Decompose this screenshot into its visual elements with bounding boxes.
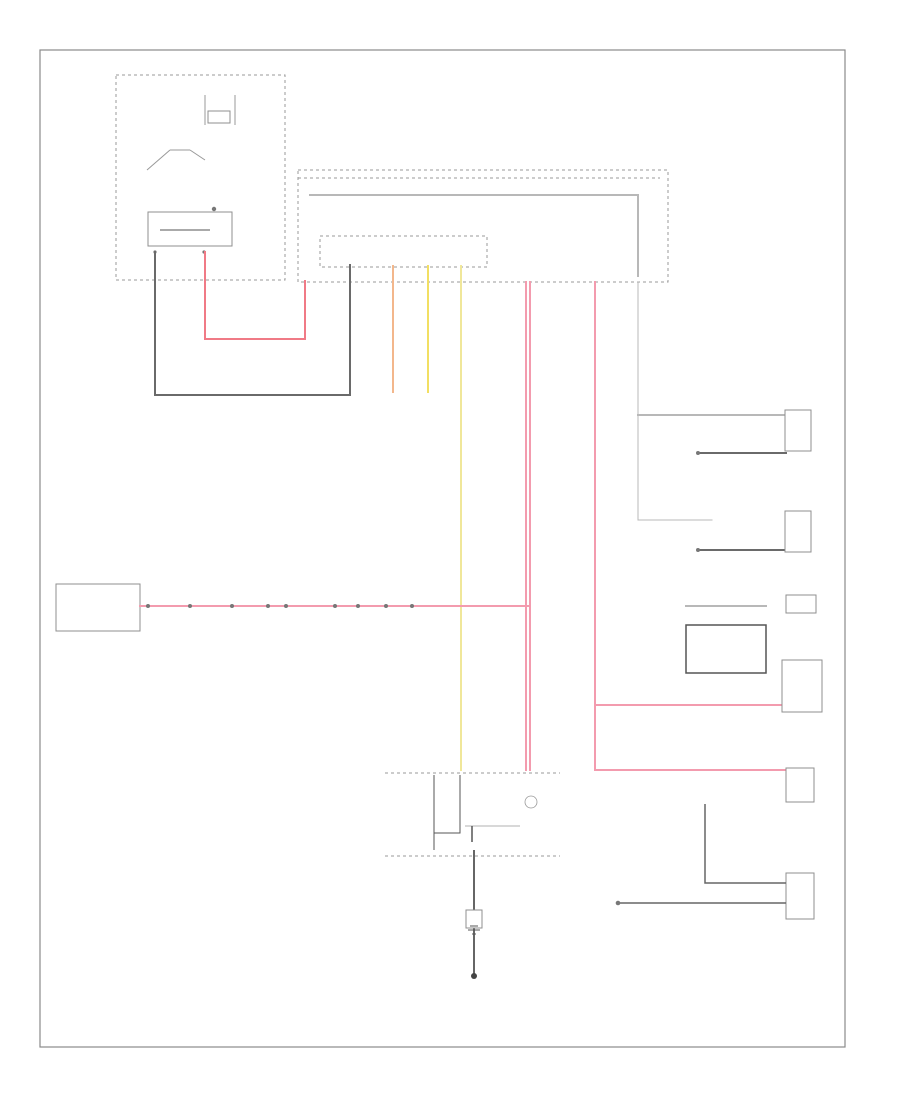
switch-icon bbox=[784, 409, 812, 452]
connector-icon bbox=[696, 548, 700, 552]
dark-wire bbox=[154, 251, 351, 396]
switch-icon bbox=[785, 872, 815, 920]
connector-icon bbox=[284, 604, 288, 608]
connector-icon bbox=[465, 909, 483, 929]
connector-icon bbox=[696, 451, 700, 455]
switch-icon bbox=[781, 659, 823, 713]
connector-icon bbox=[356, 604, 360, 608]
switch-icon bbox=[785, 767, 815, 803]
connector-icon bbox=[230, 604, 234, 608]
dark-wire bbox=[704, 804, 786, 884]
control-module bbox=[319, 235, 488, 268]
ground-icon bbox=[468, 925, 480, 935]
switch-icon bbox=[524, 795, 538, 809]
connector-icon bbox=[384, 604, 388, 608]
left-component bbox=[55, 583, 141, 632]
power-distribution-box bbox=[297, 169, 669, 283]
dark-wire bbox=[685, 624, 767, 674]
red-wire bbox=[204, 251, 306, 340]
pink-wire bbox=[594, 281, 787, 771]
fuse-icon bbox=[146, 149, 206, 171]
connector-icon bbox=[615, 900, 621, 906]
switch-icon bbox=[784, 510, 812, 553]
connector-icon bbox=[266, 604, 270, 608]
diagram-frame bbox=[39, 49, 846, 1048]
connector-icon bbox=[211, 206, 217, 212]
gray-wire bbox=[637, 281, 713, 521]
ground-icon bbox=[471, 973, 477, 979]
relay-box bbox=[147, 211, 233, 247]
switch-icon bbox=[433, 775, 461, 834]
fuse-icon bbox=[204, 95, 236, 125]
connector-icon bbox=[410, 604, 414, 608]
fuse-relay-box bbox=[115, 74, 286, 281]
connector-icon bbox=[146, 604, 150, 608]
connector-icon bbox=[785, 594, 817, 614]
gray-wire bbox=[309, 194, 639, 277]
fuse-icon bbox=[207, 110, 231, 124]
connector-icon bbox=[188, 604, 192, 608]
connector-icon bbox=[333, 604, 337, 608]
